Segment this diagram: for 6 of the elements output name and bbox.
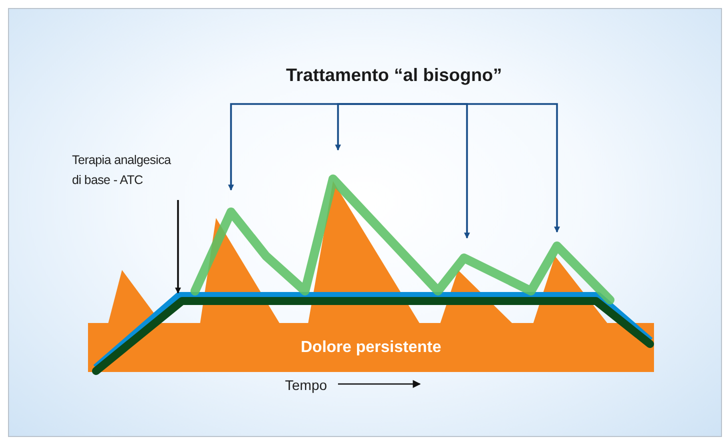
heading: Trattamento “al bisogno” xyxy=(231,62,557,104)
callout-text: Terapia analgesica di base - ATC xyxy=(72,150,180,200)
arrow xyxy=(175,200,181,294)
arrow xyxy=(335,103,368,151)
axis-label: Tempo xyxy=(285,376,328,395)
arrow xyxy=(368,103,560,233)
